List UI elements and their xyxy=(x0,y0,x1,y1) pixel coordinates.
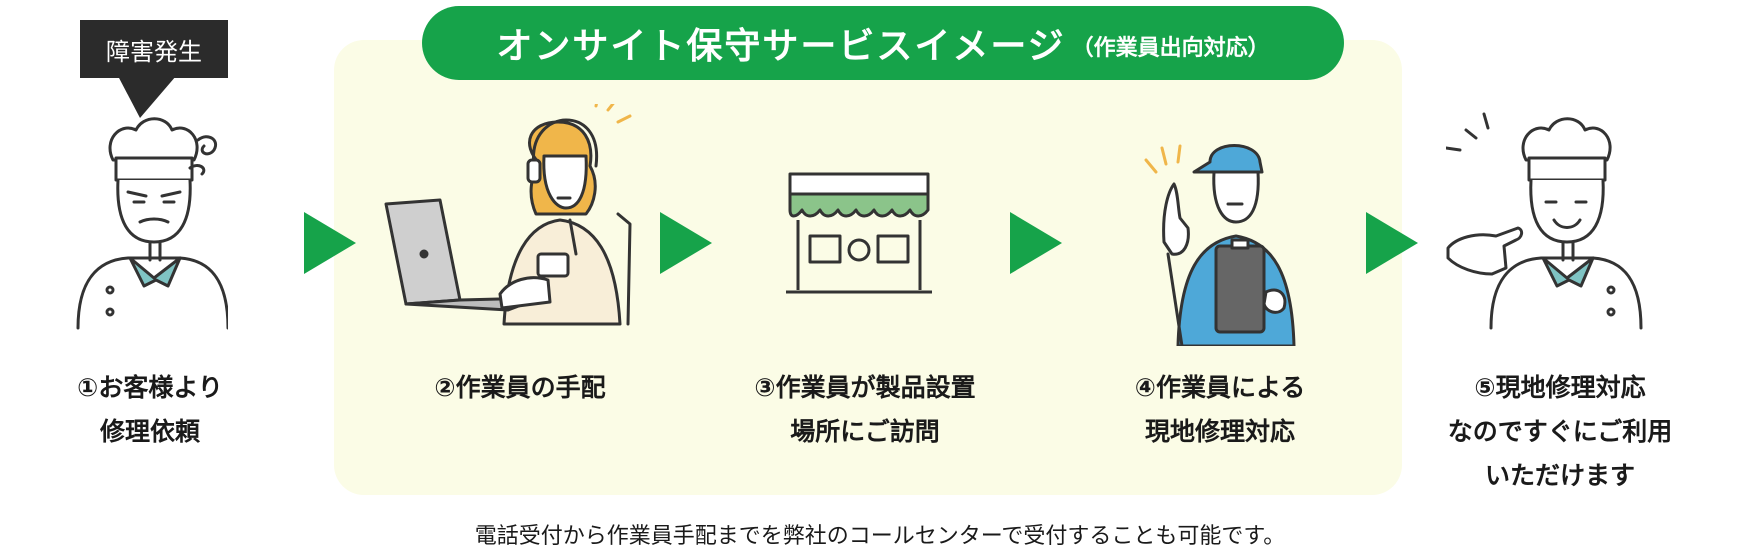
happy-chef-icon xyxy=(1446,112,1643,330)
repair-technician-icon xyxy=(1144,144,1296,346)
worried-chef-icon xyxy=(76,117,228,330)
step-4-caption: ④作業員による 現地修理対応 xyxy=(1110,366,1330,454)
step-5-line-3: いただけます xyxy=(1484,461,1635,490)
page-subtitle: （作業員出向対応） xyxy=(1071,36,1270,61)
step-3-caption: ③作業員が製品設置 場所にご訪問 xyxy=(730,366,1000,454)
alert-bubble-tail xyxy=(118,76,176,118)
step-2-caption: ②作業員の手配 xyxy=(400,366,640,410)
step-3-line-2: 場所にご訪問 xyxy=(790,417,940,446)
step-1-caption: ①お客様より 修理依頼 xyxy=(40,366,260,454)
step-4-line-1: ④作業員による xyxy=(1134,373,1306,402)
flow-arrow-4 xyxy=(1366,212,1418,274)
step-1-line-1: ①お客様より xyxy=(77,373,223,402)
title-banner: オンサイト保守サービスイメージ （作業員出向対応） xyxy=(422,6,1344,80)
step-4-line-2: 現地修理対応 xyxy=(1144,417,1295,446)
step-2-line-1: ②作業員の手配 xyxy=(434,373,606,402)
step-1-line-2: 修理依頼 xyxy=(99,417,200,446)
alert-bubble: 障害発生 xyxy=(80,20,228,78)
step-5-caption: ⑤現地修理対応 なのですぐにご利用 いただけます xyxy=(1430,366,1690,498)
page-title: オンサイト保守サービスイメージ xyxy=(496,26,1066,67)
flow-arrow-3 xyxy=(1010,212,1062,274)
step-5-line-1: ⑤現地修理対応 xyxy=(1474,373,1646,402)
flow-arrow-2 xyxy=(660,212,712,274)
step-3-line-1: ③作業員が製品設置 xyxy=(754,373,976,402)
shop-storefront-icon xyxy=(786,172,932,294)
call-center-operator-icon xyxy=(384,104,632,326)
step-5-line-2: なのですぐにご利用 xyxy=(1447,417,1673,446)
footnote: 電話受付から作業員手配までを弊社のコールセンターで受付することも可能です。 xyxy=(474,524,1286,549)
flow-arrow-1 xyxy=(304,212,356,274)
